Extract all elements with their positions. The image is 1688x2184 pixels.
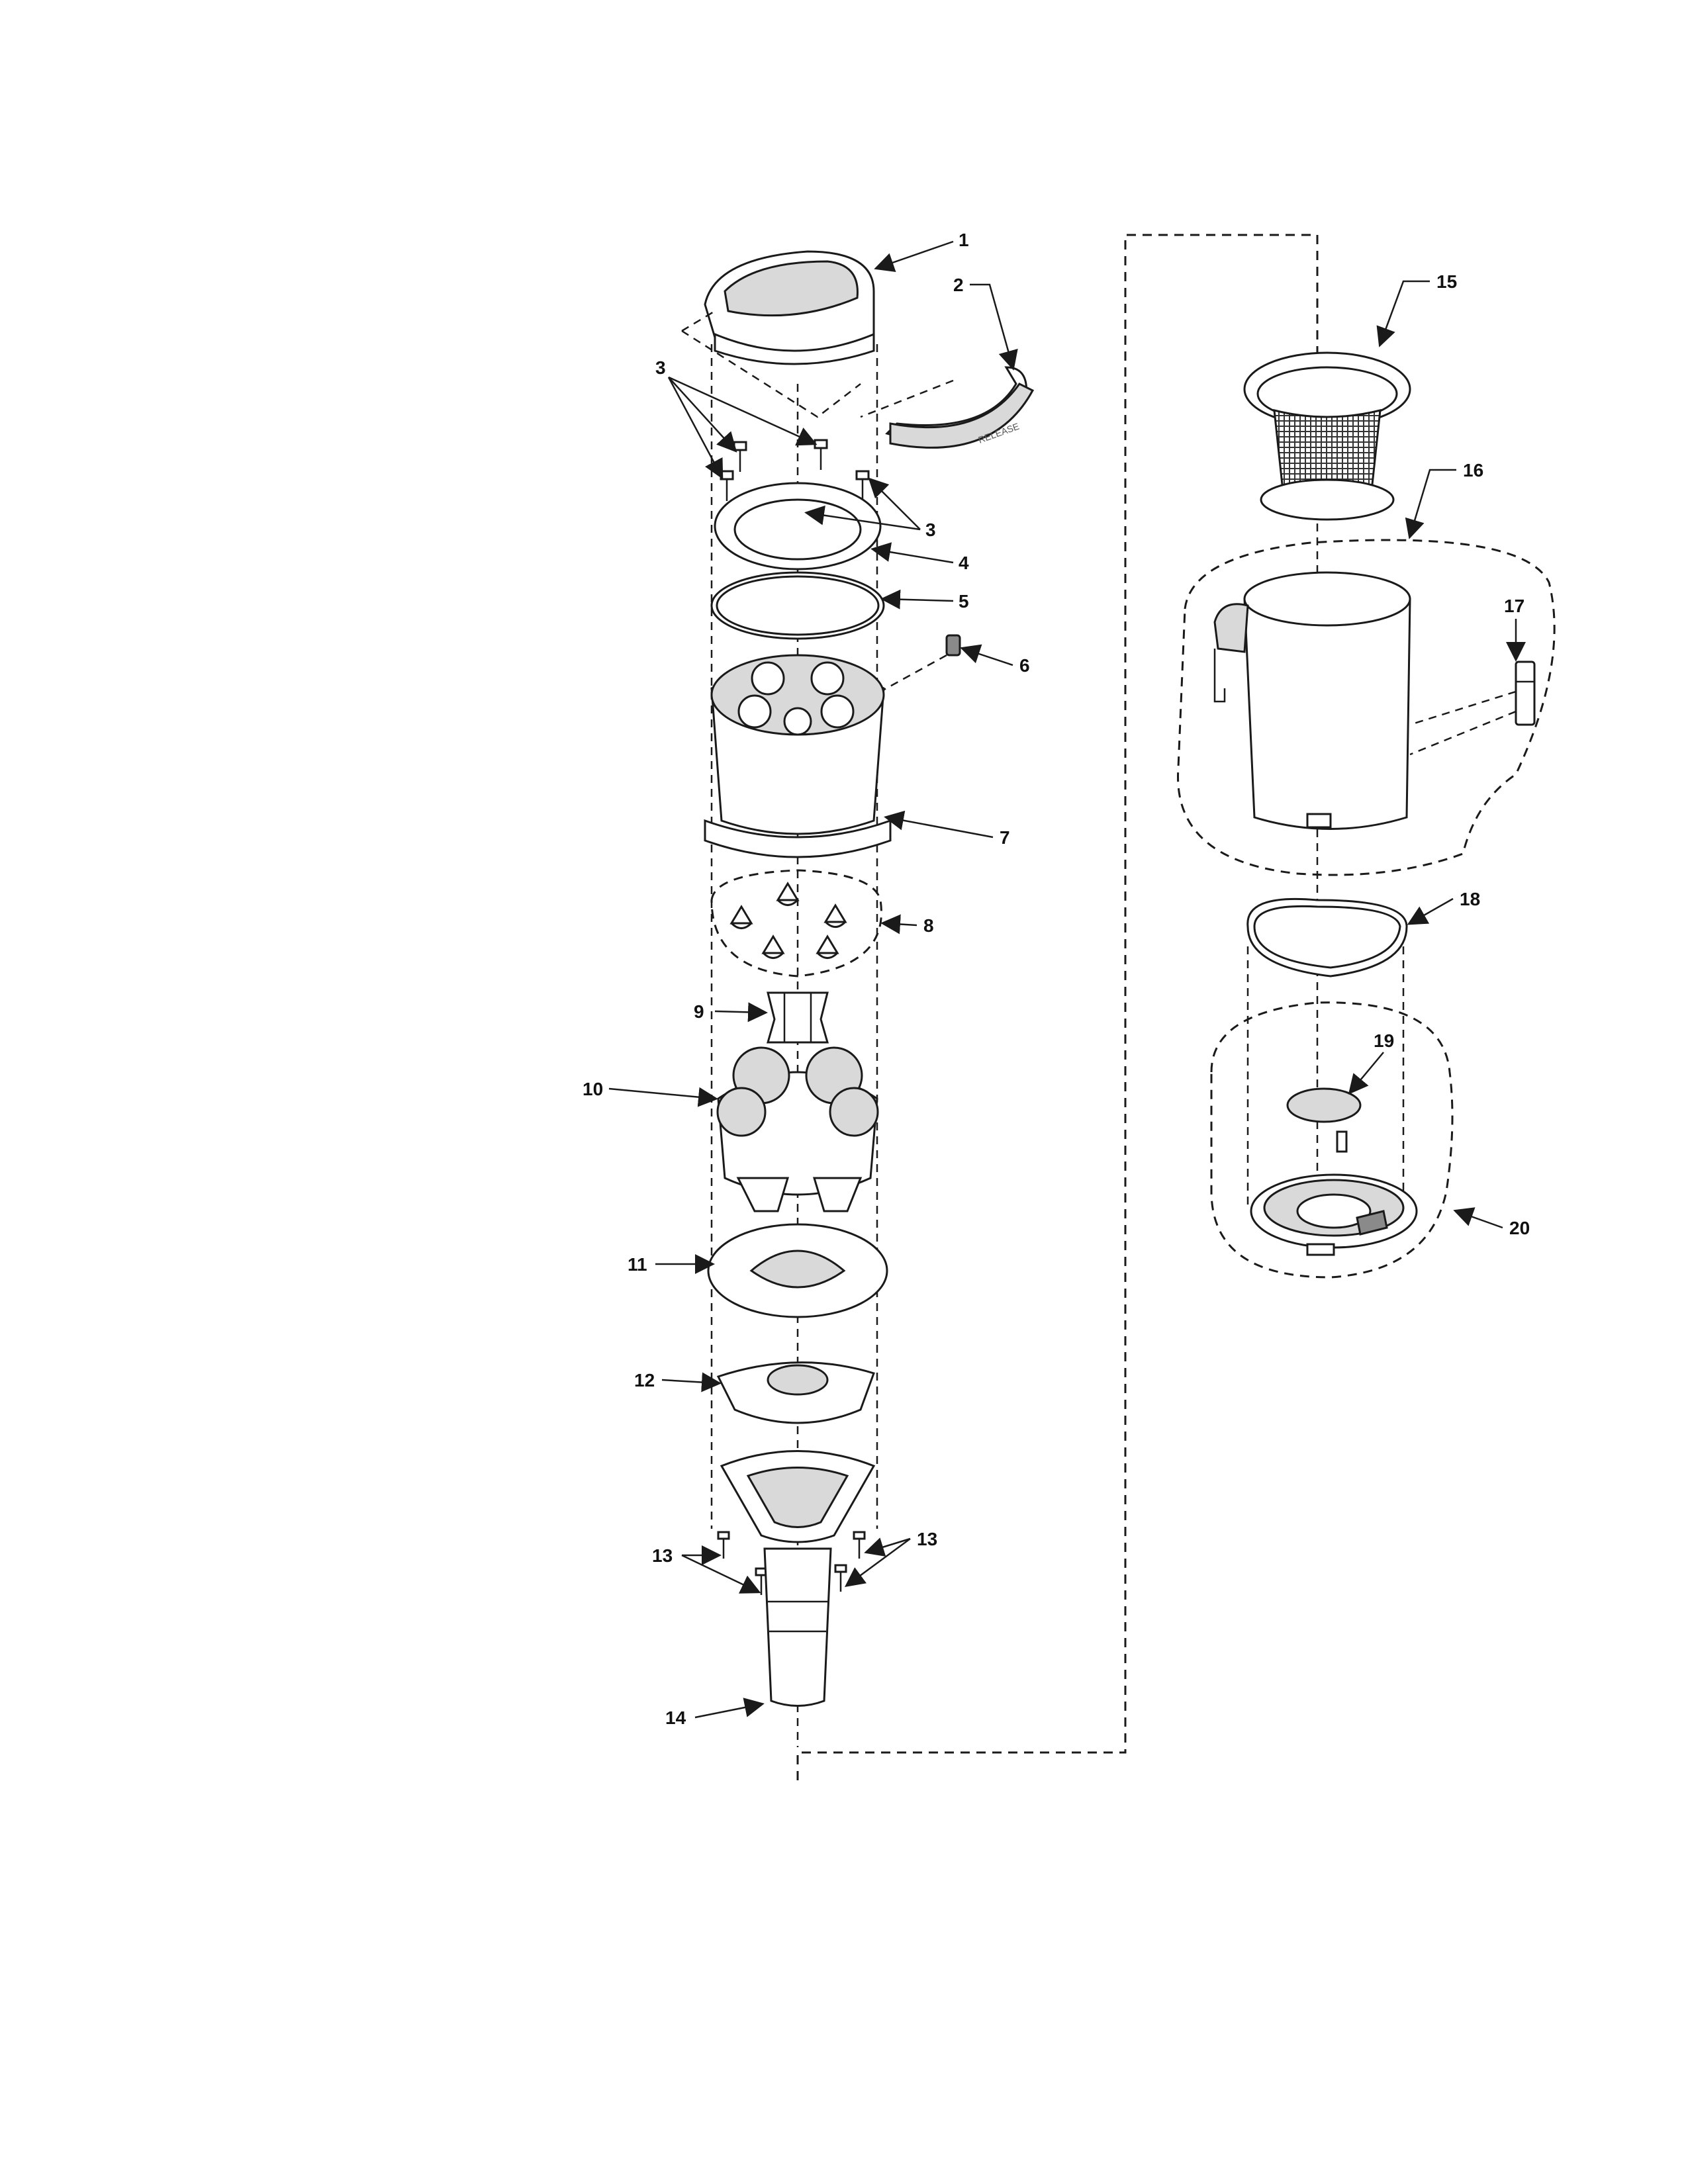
part-16-dust-bin-group [1177,539,1556,876]
callout-13-right: 13 [917,1529,937,1549]
callout-11: 11 [628,1254,647,1275]
leader-lines [608,240,1526,1719]
part-19-disc-filter [1286,1087,1362,1123]
part-14-outlet-tube [763,1547,832,1707]
callout-9: 9 [694,1001,704,1022]
callout-4: 4 [959,553,969,573]
part-8-cone-tips-kit [710,869,882,978]
part-15-shroud-filter [1243,351,1411,521]
part-7-cyclone-housing [704,654,892,858]
part-20-bin-base-group [1210,1001,1454,1279]
part-2-release-latch: RELEASE [885,366,1035,449]
part-4-mounting-ring [714,482,882,570]
callout-20: 20 [1509,1218,1530,1238]
callout-2: 2 [953,275,964,295]
callout-12: 12 [634,1370,655,1390]
part-11-cone-plate [707,1223,888,1318]
callout-1: 1 [959,230,969,250]
part-17-bin-latch [1409,660,1536,756]
callout-labels: 1 2 3 3 4 5 6 7 8 9 10 11 12 13 13 14 15… [583,230,1530,1728]
assembly-connection-line [796,234,1319,1780]
part-6-clip [880,634,961,693]
callout-7: 7 [1000,827,1010,848]
callout-8: 8 [923,915,934,936]
part-9-cross-spacer [767,991,829,1044]
part-10-cyclone-cones [716,1046,879,1212]
callout-19: 19 [1374,1030,1394,1051]
part-1-top-cover [681,250,954,418]
callout-18: 18 [1460,889,1480,909]
callout-16: 16 [1463,460,1483,480]
part-5-seal-ring [710,571,885,640]
callout-3-lower: 3 [925,520,936,540]
callout-13-left: 13 [652,1545,673,1566]
lower-funnel [720,1450,876,1543]
callout-6: 6 [1019,655,1030,676]
callout-10: 10 [583,1079,603,1099]
callout-17: 17 [1504,596,1524,616]
callout-14: 14 [665,1707,686,1728]
callout-15: 15 [1436,271,1457,292]
part-12-gasket-plate [716,1361,875,1424]
part-18-bin-seal [1246,897,1408,978]
callout-5: 5 [959,591,969,612]
part-13-screws-bottom [717,1531,866,1595]
callout-3-upper: 3 [655,357,666,378]
